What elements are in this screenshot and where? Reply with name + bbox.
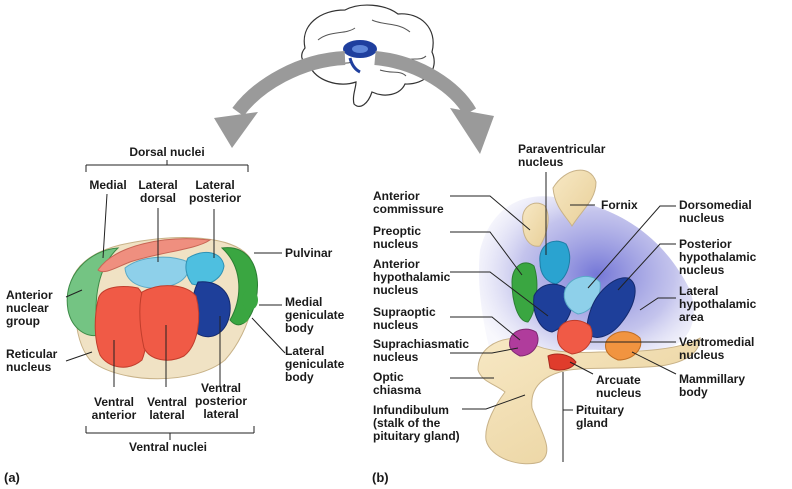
suprachiasmatic-nucleus-label: Suprachiasmatic nucleus	[373, 337, 470, 364]
thalamus-illustration	[66, 237, 258, 380]
arrow-to-hypothalamus-icon	[374, 51, 494, 154]
infundibulum-label: Infundibulum (stalk of the pituitary gla…	[373, 403, 460, 443]
hypothalamus-illustration	[477, 169, 701, 465]
pulvinar-label: Pulvinar	[285, 246, 333, 260]
lateral-dorsal-label: Lateral dorsal	[138, 178, 178, 205]
ventral-posterior-lateral-label: Ventral posterior lateral	[194, 381, 247, 421]
ventromedial-nucleus-label: Ventromedial nucleus	[679, 335, 755, 362]
ventral-nuclei-heading: Ventral nuclei	[128, 440, 208, 454]
fornix-label: Fornix	[601, 198, 638, 212]
ventral-anterior-label: Ventral anterior	[91, 395, 137, 422]
lateral-hypothalamic-area-label: Lateral hypothalamic area	[679, 284, 757, 324]
hypothalamus-leader-lines	[450, 172, 677, 462]
dorsomedial-nucleus-label: Dorsomedial nucleus	[679, 198, 752, 225]
mammillary-body-label: Mammillary body	[679, 372, 746, 399]
anterior-hypothalamic-nucleus-label: Anterior hypothalamic nucleus	[373, 257, 451, 297]
optic-chiasma-label: Optic chiasma	[373, 370, 422, 397]
supraoptic-nucleus-label: Supraoptic nucleus	[373, 305, 436, 332]
brain-icon	[301, 4, 435, 107]
reticular-nucleus-label: Reticular nucleus	[6, 347, 58, 374]
thalamus-leader-lines	[65, 160, 286, 440]
medial-geniculate-body-label: Medial geniculate body	[285, 295, 345, 335]
preoptic-nucleus-label: Preoptic nucleus	[373, 224, 422, 251]
pituitary-gland-label: Pituitary gland	[576, 403, 625, 430]
panel-a-tag: (a)	[4, 470, 20, 485]
panel-b-tag: (b)	[372, 470, 389, 485]
paraventricular-nucleus-label: Paraventricular nucleus	[518, 142, 606, 169]
arcuate-nucleus-label: Arcuate nucleus	[596, 373, 642, 400]
lateral-geniculate-body-label: Lateral geniculate body	[285, 344, 345, 384]
posterior-hypothalamic-nucleus-label: Posterior hypothalamic nucleus	[679, 237, 757, 277]
anterior-commissure-label: Anterior commissure	[373, 189, 444, 216]
lateral-posterior-label: Lateral posterior	[188, 178, 241, 205]
medial-label: Medial	[89, 178, 127, 192]
arrow-to-thalamus-icon	[214, 51, 346, 148]
anterior-nuclear-group-label: Anterior nuclear group	[6, 288, 53, 328]
ventral-lateral-label: Ventral lateral	[146, 395, 188, 422]
dorsal-nuclei-heading: Dorsal nuclei	[129, 145, 205, 159]
